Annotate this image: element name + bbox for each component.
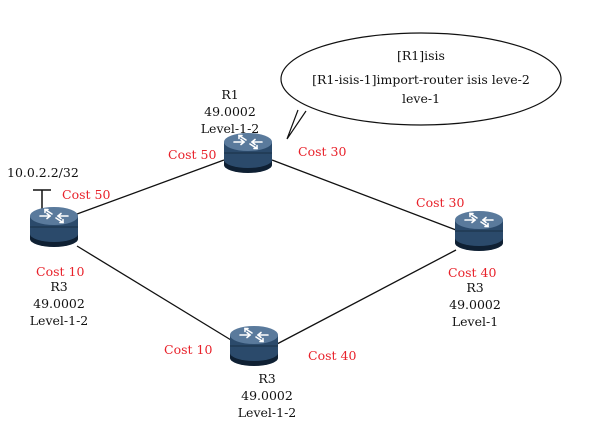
- router-right-level: Level-1: [451, 314, 499, 329]
- callout-pointer: [286, 109, 307, 140]
- router-r1-area: 49.0002: [204, 104, 256, 119]
- callout-line-3: leve-1: [401, 91, 441, 106]
- route-prefix-label: 10.0.2.2/32: [7, 165, 79, 180]
- router-bottom-area: 49.0002: [241, 388, 293, 403]
- link-r1-right: [271, 159, 457, 231]
- router-left-icon: [29, 206, 79, 248]
- cost-label-left-bottom: Cost 10: [36, 264, 85, 279]
- router-bottom-level: Level-1-2: [237, 405, 297, 420]
- link-bottom-right: [276, 249, 457, 345]
- cost-label-right-bottom: Cost 40: [448, 265, 497, 280]
- router-bottom-name: R3: [258, 371, 276, 386]
- cost-label-bottom-left: Cost 10: [164, 342, 213, 357]
- cost-label-r1-left: Cost 50: [168, 147, 217, 162]
- cost-label-right-top: Cost 30: [416, 195, 465, 210]
- router-left-name: R3: [50, 279, 68, 294]
- router-right-name: R3: [466, 280, 484, 295]
- callout-line-2: [R1-isis-1]import-router isis leve-2: [312, 72, 530, 87]
- cost-label-bottom-right: Cost 40: [308, 348, 357, 363]
- router-r1-icon: [223, 132, 273, 174]
- cost-label-r1-right: Cost 30: [298, 144, 347, 159]
- router-r1-level: Level-1-2: [200, 121, 260, 136]
- router-r1-name: R1: [221, 87, 239, 102]
- router-left-area: 49.0002: [33, 296, 85, 311]
- router-right-area: 49.0002: [449, 297, 501, 312]
- router-left-level: Level-1-2: [29, 313, 89, 328]
- router-right-icon: [454, 210, 504, 252]
- router-bottom-icon: [229, 325, 279, 367]
- cost-label-left-top: Cost 50: [62, 187, 111, 202]
- command-callout-bubble: [280, 32, 562, 126]
- callout-line-1: [R1]isis: [397, 48, 445, 63]
- link-left-bottom: [76, 245, 232, 341]
- link-r1-left: [76, 159, 225, 215]
